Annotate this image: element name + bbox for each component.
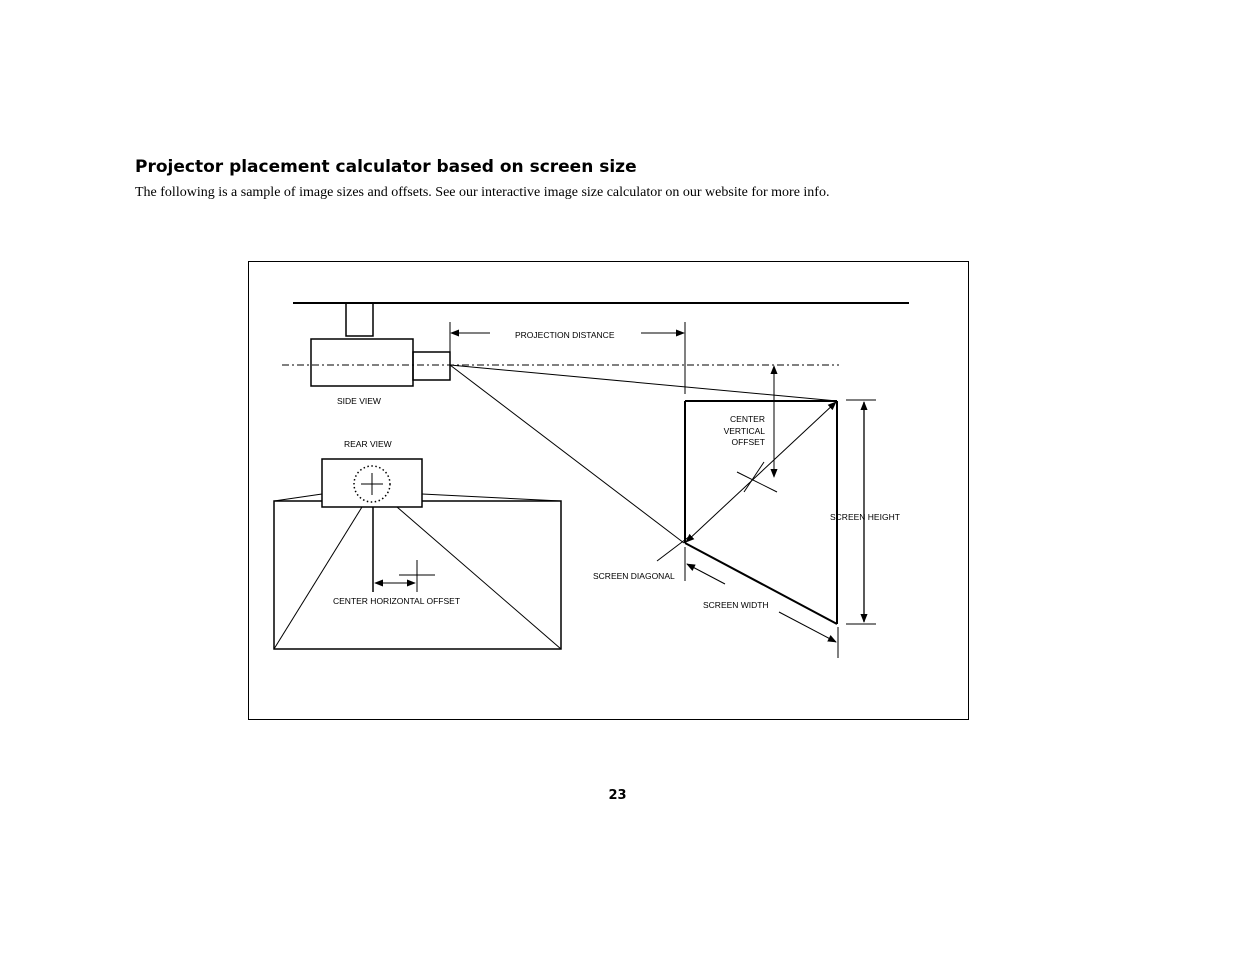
center-vertical-offset-label-3: OFFSET (731, 437, 765, 447)
projection-distance-label: PROJECTION DISTANCE (515, 330, 615, 340)
screen-diagonal-arrow (685, 401, 837, 543)
screen-height-dimension (846, 399, 876, 625)
rear-view-lens (353, 465, 391, 503)
page-number: 23 (608, 788, 627, 803)
screen-width-label: SCREEN WIDTH (703, 600, 769, 610)
center-horizontal-offset-dimension (372, 507, 435, 592)
center-horizontal-offset-label: CENTER HORIZONTAL OFFSET (333, 596, 460, 606)
projector-body (310, 338, 414, 387)
rear-view-rays (273, 493, 562, 650)
projection-distance-dimension (449, 322, 686, 394)
screen-diagonal-leader (656, 535, 691, 562)
rear-view-lens-crosshair (361, 473, 383, 495)
screen-width-dimension (684, 547, 839, 658)
center-vertical-offset-label-1: CENTER (730, 414, 765, 424)
intro-paragraph: The following is a sample of image sizes… (135, 185, 830, 200)
side-view-label: SIDE VIEW (337, 396, 381, 406)
diagram-svg: PROJECTION DISTANCE SIDE VIEW SCREEN DIA… (273, 302, 909, 658)
rear-view-label: REAR VIEW (344, 439, 392, 449)
screen-diagonal-label: SCREEN DIAGONAL (593, 571, 675, 581)
screen-height-label: SCREEN HEIGHT (830, 512, 900, 522)
projection-screen (684, 400, 838, 625)
section-heading: Projector placement calculator based on … (135, 157, 637, 177)
center-vertical-offset-label-2: VERTICAL (724, 426, 766, 436)
center-vertical-offset-dimension (736, 365, 778, 493)
projection-rays (449, 364, 838, 544)
projector-placement-diagram: PROJECTION DISTANCE SIDE VIEW SCREEN DIA… (248, 261, 969, 720)
side-view-projector (310, 302, 451, 387)
projector-lens (412, 351, 451, 381)
ceiling-mount (345, 302, 374, 337)
